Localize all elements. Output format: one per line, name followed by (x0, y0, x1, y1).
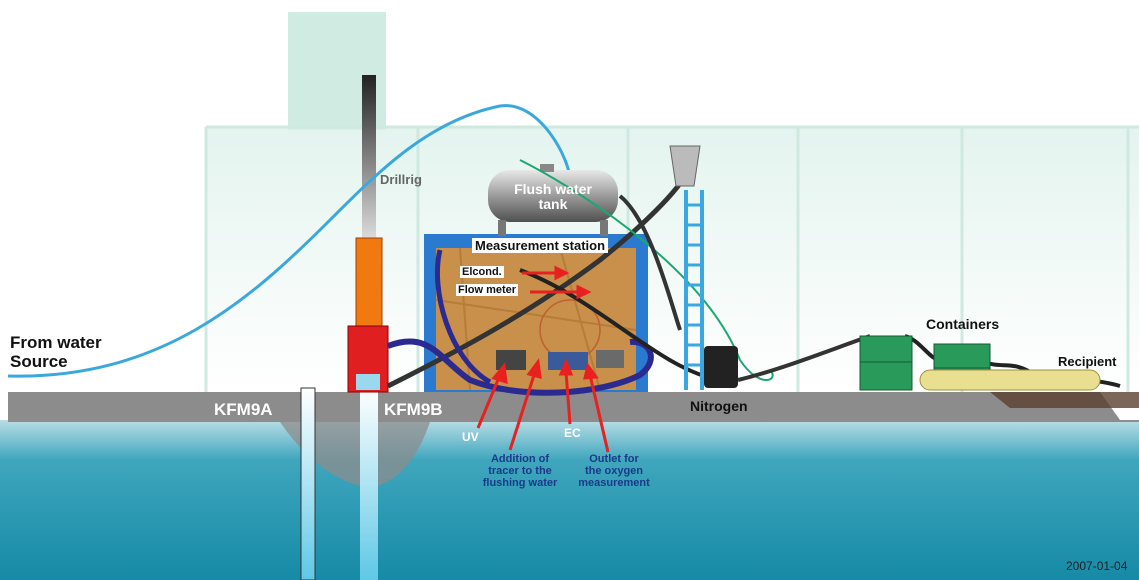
uv-label: UV (462, 430, 479, 444)
drill-rig (347, 75, 389, 393)
hose-to-nitrogen (519, 268, 721, 382)
borehole-kfm9b (360, 388, 378, 580)
station-label: Measurement station (472, 238, 609, 253)
containers-label: Containers (926, 316, 1000, 332)
nitrogen-label: Nitrogen (690, 398, 748, 414)
annotation-arrows (476, 265, 610, 453)
borehole-kfm9a (300, 387, 316, 580)
flush-water-tank (488, 164, 618, 236)
background-panels (204, 12, 1139, 392)
ec-label: EC (564, 426, 581, 440)
nitrogen-cylinder (704, 346, 738, 388)
ladder (669, 145, 704, 390)
kfm9b-label: KFM9B (384, 400, 443, 419)
green-line (519, 159, 774, 381)
water-body (0, 420, 1139, 580)
kfm9a-label: KFM9A (214, 400, 273, 419)
recipient-tank (919, 369, 1101, 391)
hose-main (386, 168, 691, 389)
ground-surface (8, 392, 1139, 422)
elcond-label: Elcond. (460, 266, 504, 278)
pipe-to-containers (737, 334, 871, 382)
drillrig-label: Drillrig (380, 172, 422, 187)
date-stamp: 2007-01-04 (1066, 559, 1128, 573)
drawdown-cone (280, 422, 430, 488)
flow-meter-label: Flow meter (456, 284, 519, 296)
source-pipe (7, 104, 572, 378)
hose-blue (386, 338, 654, 396)
recipient-label: Recipient (1058, 354, 1117, 369)
